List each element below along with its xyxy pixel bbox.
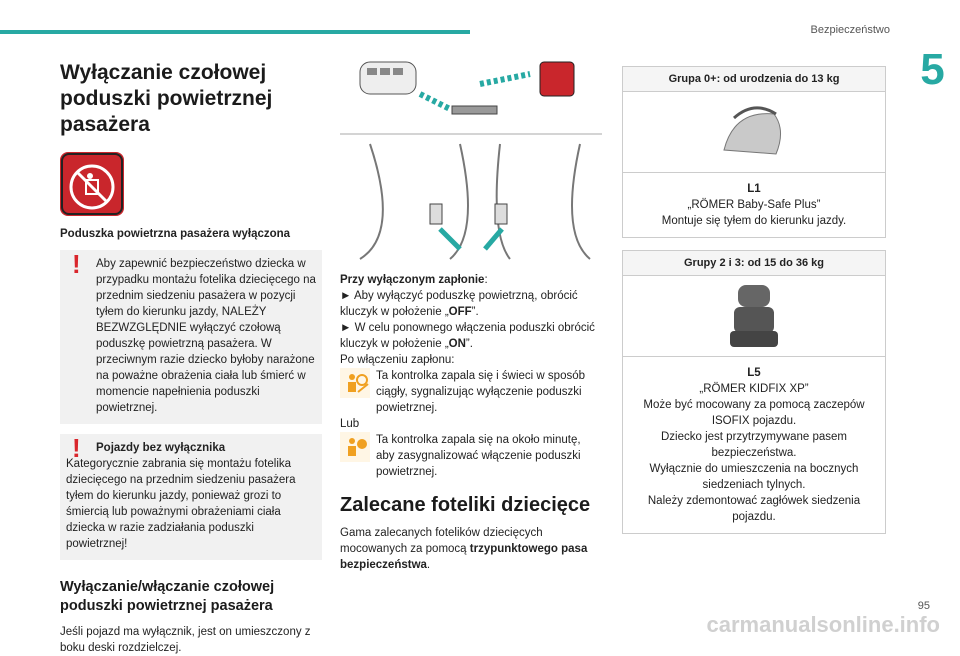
lamp-text-1: Ta kontrolka zapala się i świeci w sposó… [376,370,586,414]
table-header: Grupy 2 i 3: od 15 do 36 kg [623,251,885,276]
warning-text-1: Aby zapewnić bezpieczeństwo dziecka w pr… [96,258,316,414]
subtitle: Poduszka powietrzna pasażera wyłączona [60,228,291,240]
ignition-off-note: Przy wyłączonym zapłonie: [340,274,488,286]
lamp-text-2: Ta kontrolka zapala się na około minutę,… [376,434,581,478]
section-title: Wyłączanie/włączanie czołowej poduszki p… [60,579,275,614]
page-number: 95 [917,600,930,612]
seat-table-group0: Grupa 0+: od urodzenia do 13 kg L1 „RÖME… [622,66,886,238]
table-text: L1 „RÖMER Baby-Safe Plus” Montuje się ty… [661,183,847,227]
watermark: carmanualsonline.info [706,612,941,637]
warning-text-2: Kategorycznie zabrania się montażu fotel… [66,458,296,550]
column-1: Wyłączanie czołowej poduszki powietrznej… [60,50,322,656]
lamp-row-2: Ta kontrolka zapala się na około minutę,… [340,432,602,480]
table-text: L5 „RÖMER KIDFIX XP” Może być mocowany z… [643,367,865,523]
warning-box-2: ! Pojazdy bez wyłącznika Kategorycznie z… [60,434,322,560]
chapter-number: 5 [905,40,960,100]
warning-box-1: ! Aby zapewnić bezpieczeństwo dziecka w … [60,250,322,424]
page-title: Wyłączanie czołowej poduszki powietrznej… [60,61,273,136]
airbag-switch-diagram [340,54,602,266]
section-text: Jeśli pojazd ma wyłącznik, jest on umies… [60,626,311,654]
seat-table-group23: Grupy 2 i 3: od 15 do 36 kg L5 „RÖMER KI… [622,250,886,534]
airbag-on-lamp-icon [340,432,370,462]
or-label: Lub [340,418,360,430]
passenger-airbag-off-icon [60,152,124,216]
baby-seat-image [623,92,885,173]
warning-icon: ! [72,249,81,279]
column-3: Grupa 0+: od urodzenia do 13 kg L1 „RÖME… [622,66,886,546]
recommended-seats-intro: Gama zalecanych fotelików dziecięcych mo… [340,527,588,571]
header-accent-bar [0,30,470,34]
column-2: Przy wyłączonym zapłonie: ► Aby wyłączyć… [340,50,602,573]
step-off: ► Aby wyłączyć poduszkę powietrzną, obró… [340,290,578,318]
section-name: Bezpieczeństwo [810,24,891,36]
warning-icon: ! [72,433,81,463]
step-on: ► W celu ponownego włączenia poduszki ob… [340,322,595,350]
lamp-row-1: Ta kontrolka zapala się i świeci w sposó… [340,368,602,416]
table-header: Grupa 0+: od urodzenia do 13 kg [623,67,885,92]
airbag-off-lamp-icon [340,368,370,398]
after-ignition: Po włączeniu zapłonu: [340,354,455,366]
booster-seat-image [623,276,885,357]
recommended-seats-title: Zalecane foteliki dziecięce [340,494,591,516]
warning-title-2: Pojazdy bez wyłącznika [96,442,226,454]
